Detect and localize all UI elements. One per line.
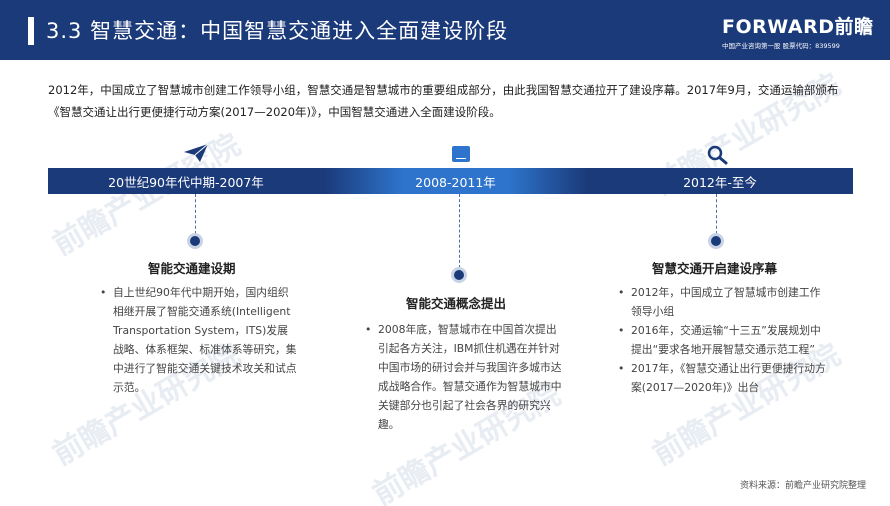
phase-3-title: 智慧交通开启建设序幕 bbox=[652, 261, 778, 276]
list-item: 2008年底，智慧城市在中国首次提出引起各方关注，IBM抓住机遇在并针对中国市场… bbox=[365, 320, 563, 434]
phase-2-bullets: 2008年底，智慧城市在中国首次提出引起各方关注，IBM抓住机遇在并针对中国市场… bbox=[365, 320, 563, 434]
phase-1-bullets: 自上世纪90年代中期开始，国内组织相继开展了智能交通系统(Intelligent… bbox=[100, 283, 298, 397]
timeline-connector bbox=[195, 194, 196, 234]
paper-plane-icon bbox=[184, 143, 209, 162]
brand-subtitle: 中国产业咨询第一股 股票代码：839599 bbox=[722, 42, 840, 50]
timeline-dot bbox=[454, 270, 464, 280]
source-note: 资料来源：前瞻产业研究院整理 bbox=[740, 481, 867, 491]
timeline-dot bbox=[190, 236, 200, 246]
header-accent-bar bbox=[28, 17, 34, 45]
timeline-connector bbox=[459, 194, 460, 268]
header-bar: 3.3 智慧交通：中国智慧交通进入全面建设阶段 FORWARD前瞻 中国产业咨询… bbox=[0, 0, 890, 60]
timeline-period-2: 2008-2011年 bbox=[324, 168, 587, 194]
timeline-bar: 20世纪90年代中期-2007年 2008-2011年 2012年-至今 bbox=[48, 168, 853, 194]
list-item: 2016年，交通运输“十三五”发展规划中提出“要求各地开展智慧交通示范工程” bbox=[618, 321, 826, 359]
list-item: 2017年，《智慧交通让出行更便捷行动方案(2017—2020年)》出台 bbox=[618, 359, 826, 397]
list-item: 自上世纪90年代中期开始，国内组织相继开展了智能交通系统(Intelligent… bbox=[100, 283, 298, 397]
phase-2-title: 智能交通概念提出 bbox=[406, 296, 507, 311]
timeline-connector bbox=[716, 194, 717, 234]
phase-3-bullets: 2012年，中国成立了智慧城市创建工作领导小组 2016年，交通运输“十三五”发… bbox=[618, 283, 826, 397]
list-item: 2012年，中国成立了智慧城市创建工作领导小组 bbox=[618, 283, 826, 321]
page-title: 3.3 智慧交通：中国智慧交通进入全面建设阶段 bbox=[46, 19, 509, 43]
timeline-dot bbox=[711, 236, 721, 246]
laptop-icon bbox=[452, 146, 470, 162]
phase-1-title: 智能交通建设期 bbox=[148, 261, 236, 276]
brand-name: FORWARD前瞻 bbox=[722, 16, 874, 38]
timeline-period-1: 20世纪90年代中期-2007年 bbox=[48, 168, 324, 194]
search-icon bbox=[707, 145, 728, 165]
timeline-period-3: 2012年-至今 bbox=[587, 168, 853, 194]
intro-paragraph: 2012年，中国成立了智慧城市创建工作领导小组，智慧交通是智慧城市的重要组成部分… bbox=[48, 83, 839, 119]
brand-logo: FORWARD前瞻 中国产业咨询第一股 股票代码：839599 bbox=[722, 12, 882, 50]
